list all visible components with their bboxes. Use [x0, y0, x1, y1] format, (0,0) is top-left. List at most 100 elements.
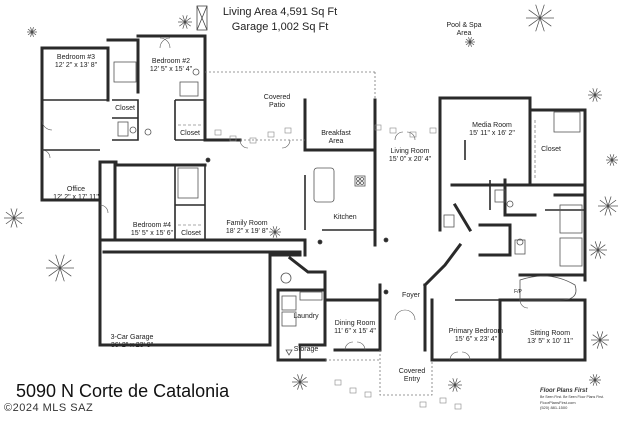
landscape-plants — [4, 4, 618, 392]
room-label-breakfast: Breakfast Area — [314, 130, 358, 146]
paver — [409, 131, 417, 138]
plant-icon — [46, 254, 74, 282]
room-name: Bedroom #2 — [151, 58, 191, 65]
plant-icon — [27, 27, 37, 37]
brand-url: FloorPlansFirst.com — [540, 400, 576, 405]
room-name: Bedroom #3 — [56, 54, 96, 61]
paver — [389, 127, 397, 134]
plant-icon — [292, 374, 308, 390]
room-label-sitting: Sitting Room 13' 5" x 10' 11" — [522, 330, 578, 346]
closet-rods — [178, 120, 536, 226]
room-name: Pool & Spa — [446, 22, 482, 29]
exterior-walls — [40, 34, 587, 362]
room-label-covered-entry: Covered Entry — [392, 368, 432, 384]
room-dimensions: 15' 6" x 23' 4" — [454, 336, 498, 343]
paver — [454, 403, 462, 410]
room-name: Covered — [398, 368, 426, 375]
room-label-bedroom-4: Bedroom #4 15' 5" x 15' 6" — [124, 222, 180, 238]
plant-icon — [448, 378, 462, 392]
room-dimensions: 11' 6" x 15' 4" — [334, 328, 376, 335]
room-name: Media Room — [472, 122, 512, 129]
room-name: Entry — [403, 376, 421, 383]
room-dimensions: 15' 0" x 20' 4" — [388, 156, 432, 163]
room-name: Family Room — [226, 220, 268, 227]
room-label-pool-spa: Pool & Spa Area — [434, 22, 494, 38]
room-label-bedroom-2: Bedroom #2 12' 5" x 15' 4" — [140, 58, 202, 74]
room-name: Bedroom #4 — [132, 222, 172, 229]
garage-area-label: Garage 1,002 Sq Ft — [231, 21, 329, 33]
fixtures — [113, 61, 583, 356]
room-label-foyer: Foyer — [402, 292, 420, 299]
paver — [364, 391, 372, 398]
plant-icon — [4, 208, 24, 228]
room-label-living: Living Room 15' 0" x 20' 4" — [385, 148, 435, 164]
room-label-media: Media Room 15' 11" x 16' 2" — [462, 122, 522, 138]
room-label-laundry: Laundry — [293, 313, 319, 320]
paver — [349, 387, 357, 394]
plant-icon — [465, 37, 475, 47]
room-dimensions: 15' 5" x 15' 6" — [130, 230, 174, 237]
paver — [429, 127, 437, 134]
room-dimensions: 15' 11" x 16' 2" — [469, 130, 515, 137]
paver — [419, 401, 427, 408]
paver — [229, 135, 237, 142]
room-label-closet-media: Closet — [541, 146, 561, 153]
site-features — [196, 5, 389, 295]
copyright-notice: ©2024 MLS SAZ — [4, 402, 94, 414]
brand-phone: (520) 881-1500 — [540, 405, 568, 410]
room-label-fireplace: F/P — [514, 289, 522, 295]
room-label-closet-b4: Closet — [181, 230, 201, 237]
room-label-covered-patio: Covered Patio — [255, 94, 299, 110]
room-name: Office — [66, 186, 86, 193]
room-label-family: Family Room 18' 2" x 19' 8" — [220, 220, 274, 236]
door-swings — [41, 37, 529, 361]
plant-icon — [589, 374, 601, 386]
room-label-kitchen: Kitchen — [333, 214, 357, 221]
plant-icon — [178, 15, 192, 29]
room-dimensions: 12' 2" x 17' 11" — [53, 194, 99, 201]
paver — [374, 124, 382, 131]
room-name: Primary Bedroom — [448, 328, 504, 335]
room-label-office: Office 12' 2" x 17' 11" — [48, 186, 104, 202]
plant-icon — [589, 241, 607, 259]
paver — [439, 397, 447, 404]
paver — [334, 379, 342, 386]
room-dimensions: 18' 2" x 19' 8" — [225, 228, 269, 235]
room-name: Area — [328, 138, 344, 145]
room-dimensions: 36' 2" x 23' 9" — [110, 342, 154, 349]
room-name: Dining Room — [334, 320, 376, 327]
brand-tagline: Be Seen First. Be Seen Floor Plans First… — [540, 395, 604, 399]
plant-icon — [591, 331, 609, 349]
room-label-dining: Dining Room 11' 6" x 15' 4" — [330, 320, 380, 336]
covered-patio-outline — [205, 71, 376, 141]
room-label-closet-b2: Closet — [180, 130, 200, 137]
room-name: Living Room — [390, 148, 430, 155]
property-address: 5090 N Corte de Catalonia — [16, 381, 230, 401]
room-label-bedroom-3: Bedroom #3 12' 2" x 13' 8" — [48, 54, 104, 70]
paver — [214, 129, 222, 136]
room-name: Sitting Room — [529, 330, 571, 337]
paver — [267, 131, 275, 138]
plant-icon — [598, 196, 618, 216]
room-label-closet-b3: Closet — [115, 105, 135, 112]
plant-icon — [588, 88, 602, 102]
room-name: Patio — [269, 102, 285, 109]
room-name: Area — [456, 30, 472, 37]
room-dimensions: 13' 5" x 10' 11" — [527, 338, 573, 345]
interior-walls — [42, 99, 585, 360]
room-label-garage: 3-Car Garage 36' 2" x 23' 9" — [104, 334, 160, 350]
brand-logo: Floor Plans First Be Seen First. Be Seen… — [540, 388, 636, 410]
room-label-primary: Primary Bedroom 15' 6" x 23' 4" — [444, 328, 508, 344]
patio-pavers — [214, 124, 462, 410]
room-name: Breakfast — [321, 130, 351, 137]
living-area-label: Living Area 4,591 Sq Ft — [222, 6, 338, 18]
plant-icon — [269, 226, 281, 238]
room-name: 3-Car Garage — [110, 334, 154, 341]
paver — [284, 127, 292, 134]
room-dimensions: 12' 5" x 15' 4" — [149, 66, 193, 73]
covered-entry-outline — [325, 350, 433, 396]
plant-icon — [526, 4, 554, 32]
plant-icon — [606, 154, 618, 166]
brand-name: Floor Plans First — [540, 388, 588, 394]
